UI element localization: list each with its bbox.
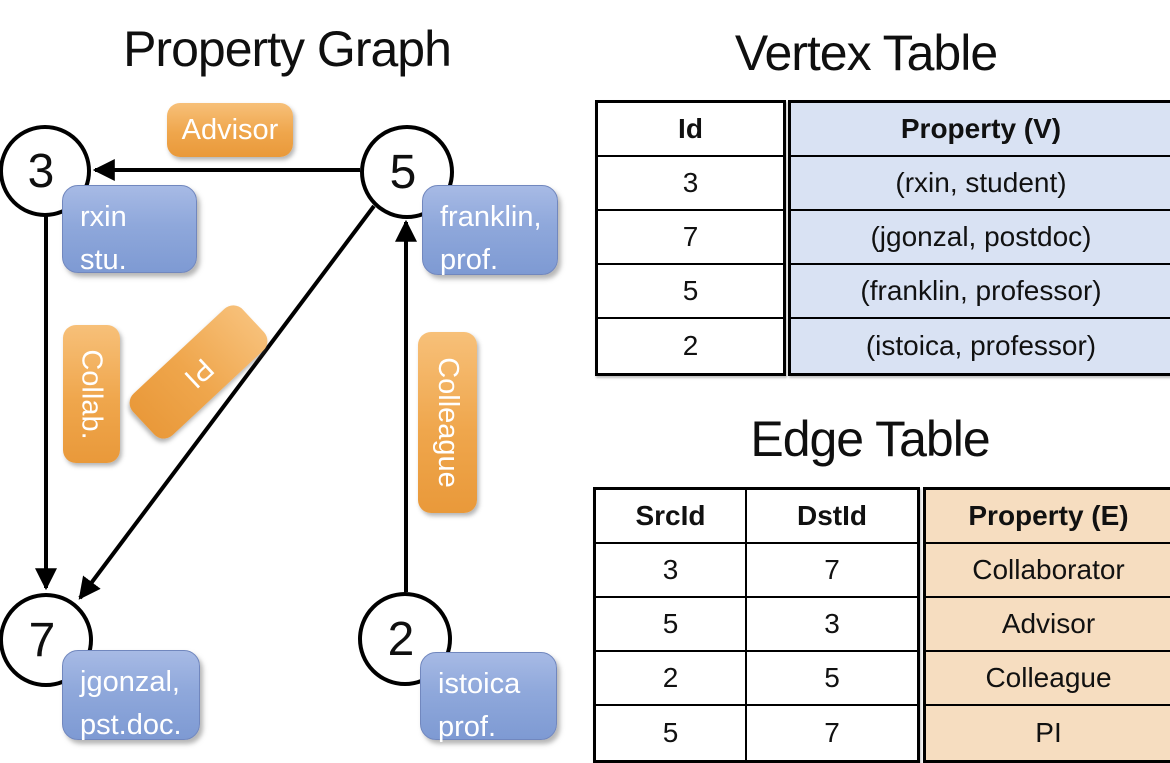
- vertex-property-box-istoica: istoica prof.: [420, 652, 557, 743]
- edge-table-title: Edge Table: [750, 411, 990, 467]
- edge-dstid-cell: 7: [745, 544, 917, 598]
- collab-edge-label: Collab.: [63, 325, 120, 463]
- pi-edge-label-text: PI: [177, 351, 220, 394]
- vertex-property-cell: (jgonzal, postdoc): [791, 211, 1170, 265]
- edge-table-property-header: Property (E): [926, 490, 1170, 544]
- edge-srcid-cell: 3: [596, 544, 745, 598]
- vertex-table-id-header: Id: [598, 103, 783, 157]
- edge-srcid-cell: 2: [596, 652, 745, 706]
- edge-property-cell: PI: [926, 706, 1170, 760]
- vertex-id-cell: 2: [682, 330, 699, 361]
- edge-property-cell: Colleague: [926, 652, 1170, 706]
- vertex-table-property-column: Property (V) (rxin, student) (jgonzal, p…: [788, 100, 1170, 376]
- collab-edge-label-text: Collab.: [76, 348, 108, 440]
- edge-property-cell: Collaborator: [926, 544, 1170, 598]
- edge-table-srcid-header: SrcId: [596, 490, 745, 544]
- vertex-table-title: Vertex Table: [734, 25, 998, 81]
- vertex-id-cell: 5: [598, 265, 783, 319]
- vertex-table-id-column: Id 3 7 5 2: [595, 100, 786, 376]
- advisor-edge-label: Advisor: [167, 103, 293, 157]
- colleague-edge-label-text: Colleague: [432, 357, 465, 488]
- vertex-property-line2: prof.: [440, 244, 499, 276]
- vertex-property-box-jgonzal: jgonzal, pst.doc.: [62, 650, 200, 741]
- vertex-property-line1: rxin: [80, 201, 127, 233]
- vertex-property-line1: franklin,: [440, 201, 542, 233]
- edge-table-id-columns: SrcId DstId 3 7 5 3 2 5 5 7: [593, 487, 920, 763]
- edge-dstid-cell: 3: [745, 598, 917, 652]
- vertex-id-cell: 3: [598, 157, 783, 211]
- vertex-property-box-rxin: rxin stu.: [62, 185, 197, 276]
- edge-dstid-cell: 5: [745, 652, 917, 706]
- advisor-edge-label-text: Advisor: [181, 113, 279, 146]
- vertex-property-line2: prof.: [438, 711, 497, 743]
- vertex-property-line2: stu.: [80, 244, 127, 276]
- edge-table-property-column: Property (E) Collaborator Advisor Collea…: [923, 487, 1170, 763]
- vertex-property-line2: pst.doc.: [80, 709, 182, 741]
- colleague-edge-label: Colleague: [418, 332, 477, 513]
- vertex-property-cell: (franklin, professor): [791, 265, 1170, 319]
- vertex-id-cell: 7: [598, 211, 783, 265]
- node-7-id: 7: [29, 614, 56, 667]
- edge-property-cell: Advisor: [926, 598, 1170, 652]
- property-graph-title: Property Graph: [123, 21, 452, 77]
- vertex-property-box-franklin: franklin, prof.: [422, 185, 558, 276]
- vertex-property-cell: (istoica, professor): [791, 319, 1170, 373]
- edge-srcid-cell: 5: [662, 717, 679, 748]
- edge-dstid-cell: 7: [745, 706, 917, 760]
- edge-srcid-cell: 5: [596, 598, 745, 652]
- edge-pi-5-to-7: [78, 204, 376, 600]
- node-3-id: 3: [28, 145, 55, 198]
- node-2-id: 2: [388, 613, 415, 666]
- edge-table-dstid-header: DstId: [745, 490, 917, 544]
- vertex-property-line1: jgonzal,: [80, 666, 180, 698]
- node-5-id: 5: [390, 146, 417, 199]
- vertex-property-line1: istoica: [438, 668, 521, 700]
- vertex-table-property-header: Property (V): [791, 103, 1170, 157]
- vertex-property-cell: (rxin, student): [791, 157, 1170, 211]
